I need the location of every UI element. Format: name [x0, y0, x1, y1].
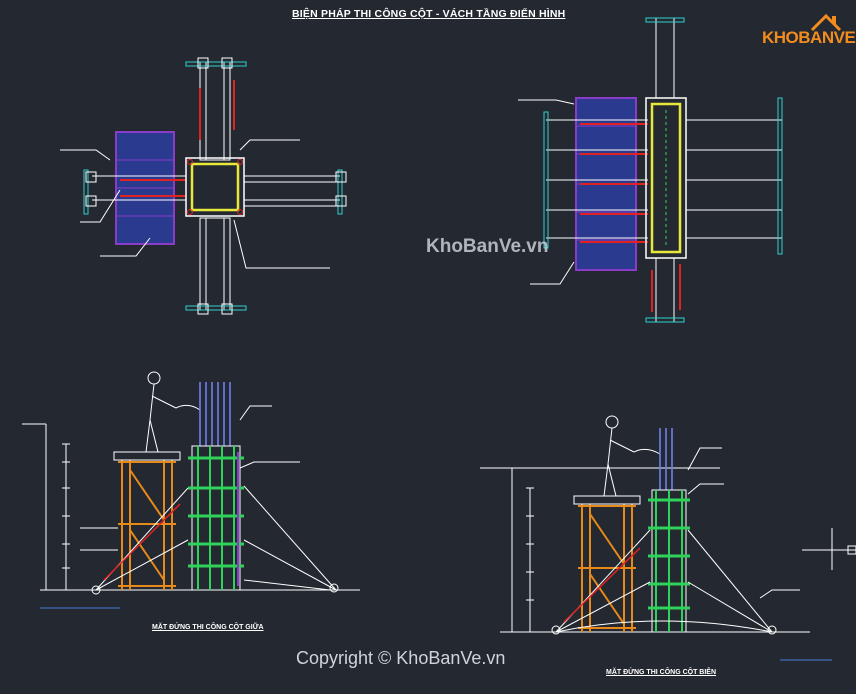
plan-column-formwork [185, 157, 245, 217]
worker-figure [145, 371, 201, 453]
plan-wall [518, 17, 783, 323]
plan-middle-column [60, 57, 347, 315]
caption-edge-column: MẶT ĐỨNG THI CÔNG CỘT BIÊN [606, 669, 717, 676]
plan-prop-top [199, 61, 231, 161]
plan-wall-body [650, 102, 682, 254]
worker-figure-right [603, 415, 661, 497]
scaffold-platform [113, 451, 181, 461]
column-formwork [191, 445, 241, 591]
plan-prop-bottom [199, 217, 231, 311]
drawing-title: BIỆN PHÁP THI CÔNG CỘT - VÁCH TẦNG ĐIỂN … [292, 8, 566, 20]
brand-logo[interactable]: KHOBANVE [762, 10, 856, 54]
caption-middle-column: MẶT ĐỨNG THI CÔNG CỘT GIỮA [152, 624, 264, 631]
plan-column [190, 162, 240, 212]
copyright-text: Copyright © KhoBanVe.vn [296, 648, 506, 668]
elevation-middle-column [22, 371, 360, 609]
house-roof-icon [810, 13, 842, 32]
plan-wall-formwork [645, 97, 687, 259]
logo-text: KHOBANVE [762, 28, 856, 47]
scaffold-platform-right [573, 495, 641, 505]
elevation-edge-column [480, 415, 856, 661]
watermark-text: KhoBanVe.vn [426, 236, 549, 257]
